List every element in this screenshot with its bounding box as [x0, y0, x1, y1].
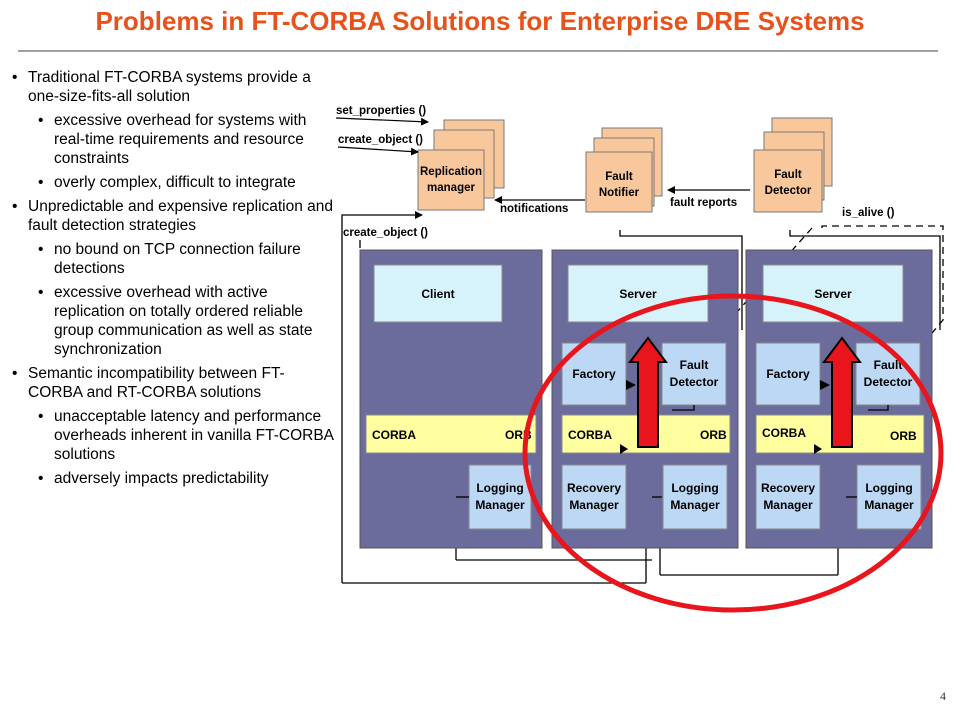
client-logging-label-2: Manager [475, 498, 525, 512]
server1-recovery-label-1: Recovery [567, 481, 621, 495]
client-node: Client CORBA ORB Logging Manager [359, 249, 543, 549]
replication-manager-label-2: manager [427, 182, 475, 194]
server1-label: Server [619, 287, 657, 301]
notifications-label: notifications [500, 203, 568, 215]
sub-bullet-item: overly complex, difficult to integrate [12, 173, 337, 192]
server1-factory-label: Factory [572, 367, 616, 381]
highlight-ellipse [522, 293, 944, 613]
server2-factory-label: Factory [766, 367, 810, 381]
replication-manager-label-1: Replication [420, 166, 482, 178]
fault-detector-service-stack: Fault Detector [753, 117, 833, 213]
server1-detector-label-1: Fault [680, 358, 709, 372]
sub-bullet-item: excessive overhead for systems with real… [12, 111, 337, 168]
title-divider [18, 50, 938, 52]
server2-orb-label: ORB [890, 429, 917, 443]
server1-detector-label-2: Detector [670, 375, 719, 389]
bullet-item: Semantic incompatibility between FT-CORB… [12, 364, 337, 402]
server1-recovery-label-2: Manager [569, 498, 619, 512]
server2-detector-label-2: Detector [864, 375, 913, 389]
client-label: Client [421, 287, 454, 301]
server2-recovery-label-1: Recovery [761, 481, 815, 495]
fault-reports-label: fault reports [670, 197, 737, 209]
server1-corba-label: CORBA [568, 428, 612, 442]
sub-bullet-item: adversely impacts predictability [12, 469, 337, 488]
slide-title: Problems in FT-CORBA Solutions for Enter… [95, 6, 865, 36]
fault-detector-service-label-1: Fault [774, 169, 802, 181]
red-upward-arrow-2 [822, 336, 862, 448]
server2-detector-label-1: Fault [874, 358, 903, 372]
server1-logging-label-2: Manager [670, 498, 720, 512]
client-logging-label-1: Logging [476, 481, 523, 495]
is-alive-label: is_alive () [842, 207, 895, 219]
bullet-item: Traditional FT-CORBA systems provide a o… [12, 68, 337, 106]
sub-bullet-item: excessive overhead with active replicati… [12, 283, 337, 359]
bullet-list: Traditional FT-CORBA systems provide a o… [12, 68, 337, 493]
fault-notifier-stack: Fault Notifier [585, 127, 663, 213]
sub-bullet-item: unacceptable latency and performance ove… [12, 407, 337, 464]
server2-label: Server [814, 287, 852, 301]
red-upward-arrow-1 [628, 336, 668, 448]
node-internal-arrows [456, 405, 889, 498]
server2-recovery-label-2: Manager [763, 498, 813, 512]
sub-bullet-item: no bound on TCP connection failure detec… [12, 240, 337, 278]
fault-notifier-label-1: Fault [605, 171, 633, 183]
server1-logging-label-1: Logging [671, 481, 718, 495]
set-properties-label: set_properties () [336, 105, 426, 117]
fault-detector-service-label-2: Detector [765, 185, 812, 197]
server2-corba-label: CORBA [762, 426, 806, 440]
server2-logging-label-1: Logging [865, 481, 912, 495]
create-object-label-bottom: create_object () [343, 227, 428, 239]
client-corba-label: CORBA [372, 428, 416, 442]
server2-logging-label-2: Manager [864, 498, 914, 512]
fault-notifier-label-2: Notifier [599, 187, 640, 199]
server1-orb-label: ORB [700, 428, 727, 442]
bullet-item: Unpredictable and expensive replication … [12, 197, 337, 235]
replication-manager-stack: Replication manager [417, 119, 505, 211]
page-number: 4 [940, 689, 946, 703]
create-object-label-top: create_object () [338, 134, 423, 146]
